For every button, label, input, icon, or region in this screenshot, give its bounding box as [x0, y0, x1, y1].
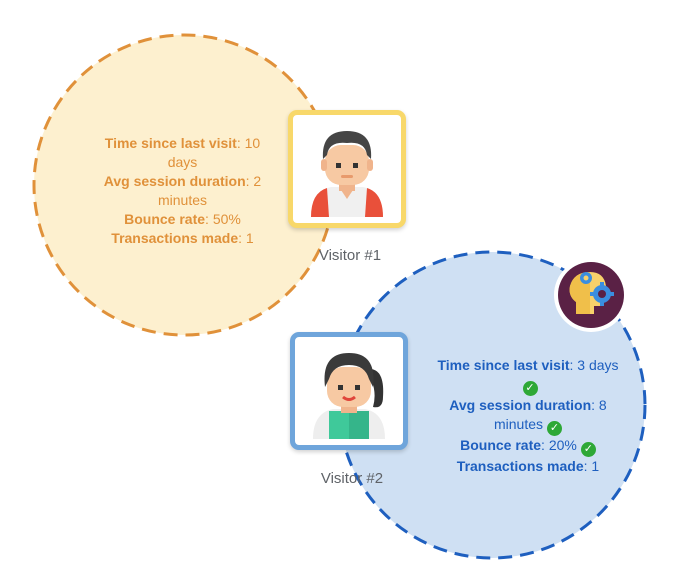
- stat-label: Time since last visit: [437, 357, 570, 373]
- stat-value: 2 minutes: [157, 173, 262, 208]
- visitor2-stats: Time since last visit: 3 days✓ Avg sessi…: [428, 356, 628, 476]
- visitor1-avatar-card: [288, 110, 406, 228]
- stat-value: 8 minutes: [493, 397, 607, 432]
- visitor1-stats: Time since last visit: 10 days Avg sessi…: [90, 134, 275, 248]
- stat-avg-session-duration: Avg session duration: 2 minutes: [103, 173, 262, 208]
- visitor2-caption: Visitor #2: [320, 470, 384, 487]
- visitor1-caption: Visitor #1: [318, 247, 382, 264]
- check-circle-icon: ✓: [522, 381, 538, 396]
- head-gear-icon: [554, 258, 628, 332]
- stat-transactions-made: Transactions made: 1: [111, 230, 254, 246]
- stat-label: Bounce rate: [124, 211, 206, 227]
- visitor2-circle: [337, 250, 647, 560]
- check-circle-icon: ✓: [580, 442, 596, 457]
- stat-avg-session-duration: Avg session duration: 8 minutes✓: [449, 397, 607, 436]
- male-avatar-icon: [311, 131, 383, 217]
- stat-time-since-last-visit: Time since last visit: 10 days: [104, 135, 261, 170]
- stat-label: Bounce rate: [460, 437, 542, 453]
- stat-value: 1: [245, 230, 254, 246]
- stat-label: Avg session duration: [103, 173, 246, 189]
- stat-value: 10 days: [167, 135, 261, 170]
- stat-value: 1: [591, 458, 600, 474]
- stat-value: 3 days: [577, 357, 619, 373]
- stat-time-since-last-visit: Time since last visit: 3 days✓: [437, 357, 619, 396]
- stat-transactions-made: Transactions made: 1: [456, 458, 600, 474]
- stat-bounce-rate: Bounce rate: 20%✓: [428, 436, 628, 457]
- stat-label: Transactions made: [456, 458, 584, 474]
- female-avatar-icon: [313, 353, 385, 439]
- stat-label: Transactions made: [111, 230, 239, 246]
- stat-value: 20%: [548, 437, 577, 453]
- check-circle-icon: ✓: [547, 421, 563, 436]
- stat-label: Avg session duration: [449, 397, 592, 413]
- stat-label: Time since last visit: [104, 135, 237, 151]
- stat-bounce-rate: Bounce rate: 50%: [124, 211, 241, 227]
- stat-value: 50%: [212, 211, 241, 227]
- visitor2-avatar-card: [290, 332, 408, 450]
